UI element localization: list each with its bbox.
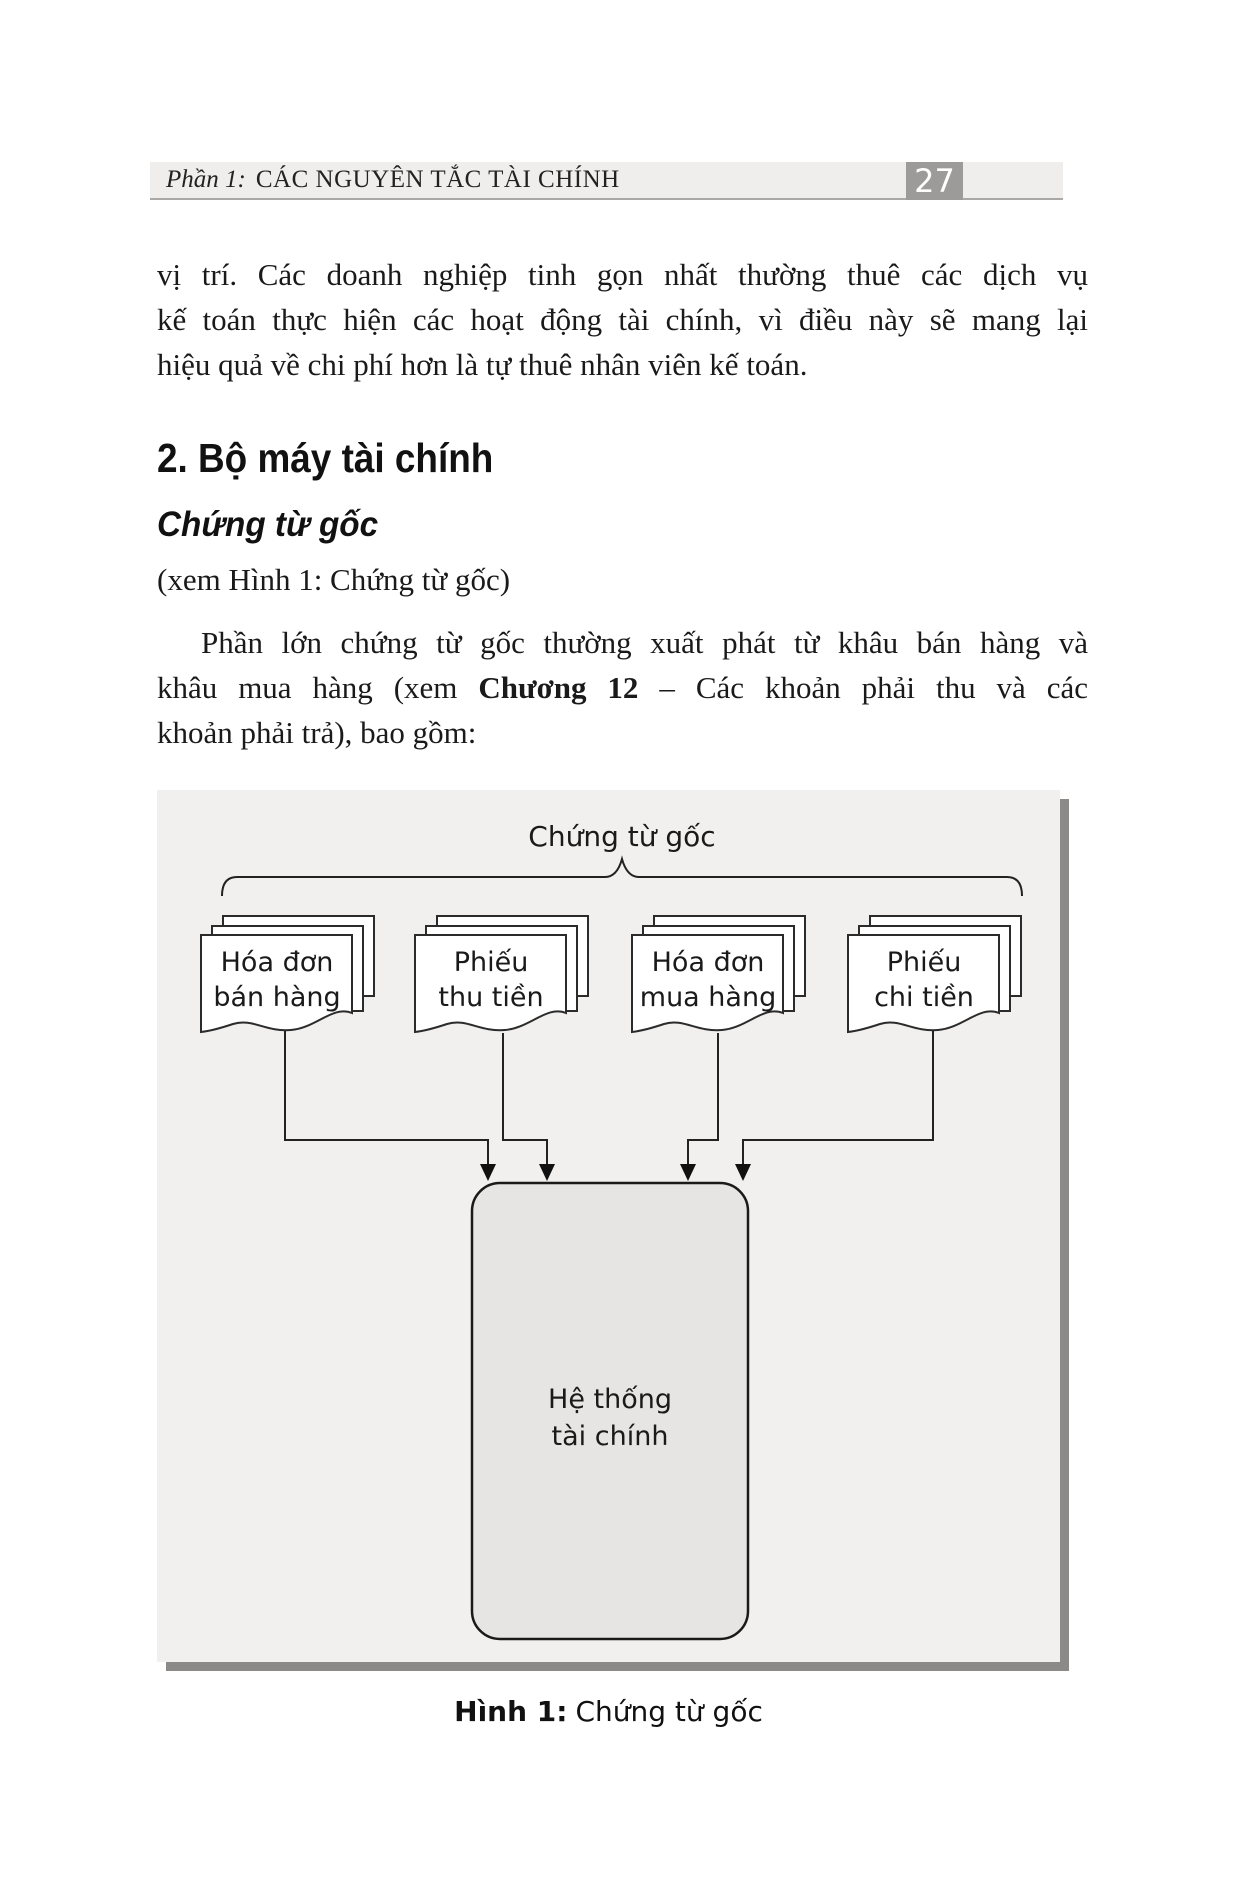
document-label-line-2: chi tiền xyxy=(874,982,974,1013)
connector-stack-3 xyxy=(687,1033,719,1165)
figure-caption-text: Chứng từ gốc xyxy=(575,1695,763,1728)
paragraph-2-line-1: Phần lớn chứng từ gốc thường xuất phát t… xyxy=(201,625,1088,660)
document-label-line-2: thu tiền xyxy=(438,982,543,1013)
paragraph-2-line-2-prefix: khâu mua hàng (xem xyxy=(157,670,479,705)
paragraph-1-line-1: vị trí. Các doanh nghiệp tinh gọn nhất t… xyxy=(157,257,1088,292)
header-title: CÁC NGUYÊN TẮC TÀI CHÍNH xyxy=(255,166,620,193)
connector-stack-4 xyxy=(742,1030,934,1165)
section-heading: 2. Bộ máy tài chính xyxy=(157,435,494,481)
arrow-down-icon xyxy=(680,1164,696,1181)
page-number-badge: 27 xyxy=(906,162,963,200)
document-stack-receipt-voucher: Phiếu thu tiền xyxy=(414,915,589,1034)
bracket-shape xyxy=(221,855,1023,897)
chapter-reference: Chương 12 xyxy=(478,670,639,705)
section-subheading: Chứng từ gốc xyxy=(157,505,379,544)
stack-page-front xyxy=(200,934,353,1034)
document-stack-purchase-invoice: Hóa đơn mua hàng xyxy=(631,915,806,1034)
stack-page-front xyxy=(631,934,784,1034)
connector-stack-2 xyxy=(502,1033,548,1165)
arrow-down-icon xyxy=(480,1164,496,1181)
document-label-line-1: Hóa đơn xyxy=(652,947,765,978)
paragraph-2-line-2-suffix: – Các khoản phải thu và các xyxy=(638,670,1088,705)
arrow-down-icon xyxy=(539,1164,555,1181)
paragraph-2-line-3: khoản phải trả), bao gồm: xyxy=(157,715,477,750)
system-box-label-line-1: Hệ thống xyxy=(548,1384,672,1415)
system-box-label-line-2: tài chính xyxy=(552,1421,669,1452)
figure-caption: Hình 1:Chứng từ gốc xyxy=(157,1692,1060,1732)
document-label-line-1: Phiếu xyxy=(887,947,962,978)
arrow-down-icon xyxy=(735,1164,751,1181)
document-stack-payment-voucher: Phiếu chi tiền xyxy=(847,915,1022,1034)
stack-page-front xyxy=(847,934,1000,1034)
figure-1: Chứng từ gốc Hóa đơn bán hàng Phiếu thu … xyxy=(157,790,1060,1662)
document-label-line-2: mua hàng xyxy=(640,982,776,1013)
running-header-text: Phần 1: CÁC NGUYÊN TẮC TÀI CHÍNH xyxy=(150,166,620,194)
paragraph-1-line-2: kế toán thực hiện các hoạt động tài chín… xyxy=(157,302,1088,337)
stack-page-front xyxy=(414,934,567,1034)
paragraph-2-line-2: khâu mua hàng (xem Chương 12 – Các khoản… xyxy=(157,665,1088,710)
document-label-line-2: bán hàng xyxy=(213,982,340,1013)
document-label-line-1: Phiếu xyxy=(454,947,529,978)
connector-stack-1 xyxy=(284,1031,489,1165)
document-stack-sales-invoice: Hóa đơn bán hàng xyxy=(200,915,375,1034)
figure-caption-label: Hình 1: xyxy=(454,1695,568,1728)
figure-title: Chứng từ gốc xyxy=(528,820,715,853)
financial-system-box xyxy=(470,1181,750,1641)
paragraph-1-line-3: hiệu quả về chi phí hơn là tự thuê nhân … xyxy=(157,347,808,382)
part-label: Phần 1: xyxy=(166,166,246,193)
figure-1-diagram: Chứng từ gốc Hóa đơn bán hàng Phiếu thu … xyxy=(200,820,1023,1641)
document-label-line-1: Hóa đơn xyxy=(221,947,334,978)
figure-reference: (xem Hình 1: Chứng từ gốc) xyxy=(157,562,511,597)
